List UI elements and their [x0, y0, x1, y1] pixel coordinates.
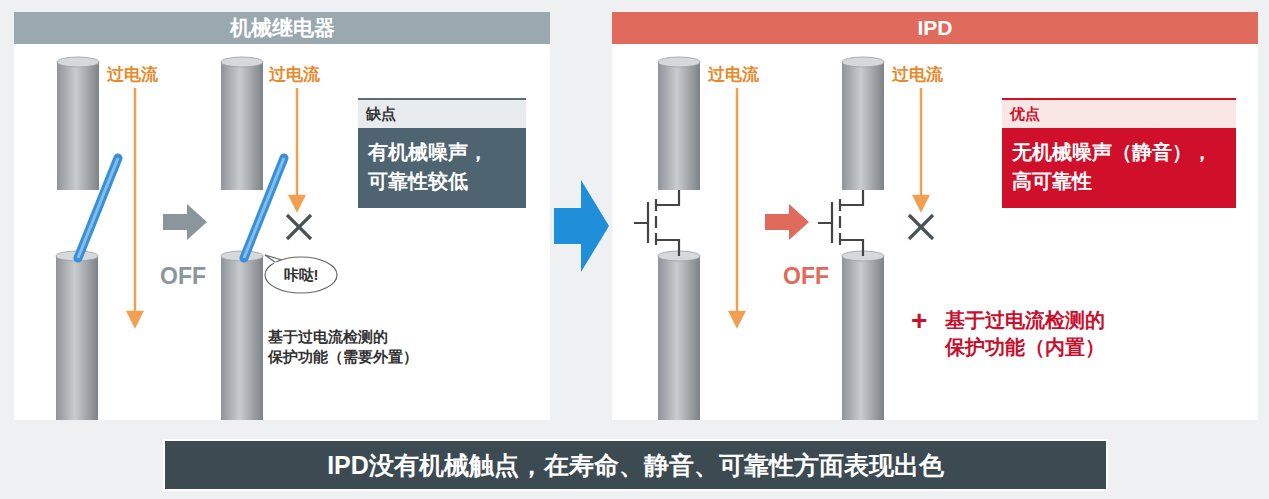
- callout-heading: 缺点: [358, 98, 526, 128]
- cylinder-body: [658, 62, 700, 190]
- note-text: 基于过电流检测的 保护功能（内置）: [945, 307, 1145, 361]
- cylinder-top: [842, 57, 884, 67]
- callout-box: 优点无机械噪声（静音）， 高可靠性: [1002, 98, 1236, 208]
- summary-text: IPD没有机械触点，在寿命、静音、可靠性方面表现出色: [327, 449, 944, 482]
- transition-arrow: [765, 204, 809, 240]
- cylinder-top: [221, 57, 263, 67]
- flow-arrow: [554, 180, 609, 272]
- cylinder-top: [658, 57, 700, 67]
- conductors: [56, 57, 884, 420]
- cylinder: [57, 57, 99, 190]
- state-label: OFF: [783, 261, 829, 292]
- current-label: 过电流: [892, 64, 943, 87]
- cylinder-body: [221, 256, 263, 420]
- panel-ground: [14, 12, 550, 420]
- relay-contact-highlight: [244, 158, 284, 258]
- cylinder-body: [658, 256, 700, 420]
- current-arrow: [128, 88, 928, 326]
- bubble-text: 咔哒!: [284, 266, 319, 285]
- cylinder-top: [57, 57, 99, 67]
- plus-sign: +: [911, 302, 927, 340]
- current-label: 过电流: [269, 64, 320, 87]
- transition-arrow: [163, 204, 207, 240]
- cylinder: [842, 57, 884, 190]
- cylinder: [221, 57, 263, 190]
- cylinder: [56, 251, 98, 420]
- relay-contact: [244, 158, 284, 258]
- callout-box: 缺点有机械噪声， 可靠性较低: [358, 98, 526, 208]
- current-label: 过电流: [107, 64, 158, 87]
- relay-contact: [78, 158, 118, 258]
- cylinder: [658, 251, 700, 420]
- speech-bubble: 咔哒!: [268, 258, 334, 292]
- current-label: 过电流: [708, 64, 759, 87]
- cylinder-body: [57, 62, 99, 190]
- cylinder-body: [56, 256, 98, 420]
- note-text: 基于过电流检测的 保护功能（需要外置）: [268, 327, 428, 368]
- callout-body: 无机械噪声（静音）， 高可靠性: [1002, 128, 1236, 208]
- mosfet-symbol: [634, 190, 863, 256]
- summary-band: IPD没有机械触点，在寿命、静音、可靠性方面表现出色: [163, 439, 1108, 491]
- cylinder: [658, 57, 700, 190]
- cylinder-body: [221, 62, 263, 190]
- panel-heading: IPD: [612, 12, 1258, 44]
- block-mark: [287, 215, 933, 239]
- state-label: OFF: [160, 261, 206, 292]
- cylinder: [842, 251, 884, 420]
- callout-body: 有机械噪声， 可靠性较低: [358, 128, 526, 208]
- relay-contact-highlight: [78, 158, 118, 258]
- cylinder: [221, 251, 263, 420]
- callout-heading: 优点: [1002, 98, 1236, 128]
- panel-heading: 机械继电器: [14, 12, 550, 44]
- cylinder-body: [842, 256, 884, 420]
- cylinder-body: [842, 62, 884, 190]
- panel-ground: [612, 12, 1258, 420]
